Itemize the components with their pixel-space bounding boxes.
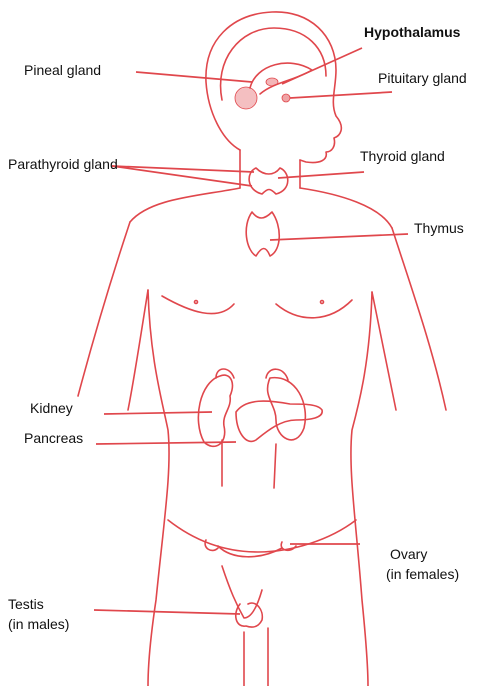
torso-left	[148, 290, 169, 686]
groin	[222, 566, 262, 618]
line-pancreas	[96, 442, 236, 444]
line-thyroid	[278, 172, 364, 178]
label-testis: Testis	[8, 596, 44, 613]
line-thymus	[270, 234, 408, 240]
ureter-right	[274, 444, 276, 488]
label-pineal-gland: Pineal gland	[24, 62, 101, 79]
brain-inner	[250, 63, 312, 94]
kidney-right	[268, 378, 306, 440]
line-pituitary	[290, 92, 392, 98]
label-parathyroid-gland: Parathyroid gland	[8, 156, 118, 173]
line-hypothalamus	[282, 48, 362, 84]
pelvis-line	[168, 520, 356, 552]
pituitary-gland	[282, 94, 290, 102]
chest-left	[162, 296, 234, 314]
brain-outline	[221, 28, 326, 100]
label-thymus: Thymus	[414, 220, 464, 237]
testes	[236, 603, 263, 627]
arm-left-inner	[128, 290, 148, 410]
label-ovary-note: (in females)	[386, 566, 459, 583]
arm-left-outer	[78, 222, 130, 396]
chest-right	[276, 300, 352, 318]
label-testis-note: (in males)	[8, 616, 69, 633]
label-pituitary-gland: Pituitary gland	[378, 70, 467, 87]
label-thyroid-gland: Thyroid gland	[360, 148, 445, 165]
shoulder-left	[130, 188, 240, 222]
thymus-gland	[246, 212, 279, 256]
kidney-left	[198, 375, 232, 446]
label-kidney: Kidney	[30, 400, 73, 417]
pancreas-gland	[236, 401, 322, 441]
hypothalamus-mark	[266, 78, 278, 86]
line-kidney	[104, 412, 212, 414]
line-testis	[94, 610, 240, 614]
torso-right	[351, 292, 372, 686]
arm-right-outer	[392, 228, 446, 410]
nipple-left	[195, 301, 198, 304]
label-pancreas: Pancreas	[24, 430, 83, 447]
nipple-right	[321, 301, 324, 304]
head-outline	[206, 12, 341, 163]
arm-right-inner	[372, 292, 396, 410]
label-hypothalamus: Hypothalamus	[364, 24, 460, 41]
thyroid-gland	[249, 168, 288, 194]
shoulder-right	[300, 188, 392, 228]
line-pineal	[136, 72, 252, 82]
label-ovary: Ovary	[390, 546, 427, 563]
pineal-gland	[235, 87, 257, 109]
